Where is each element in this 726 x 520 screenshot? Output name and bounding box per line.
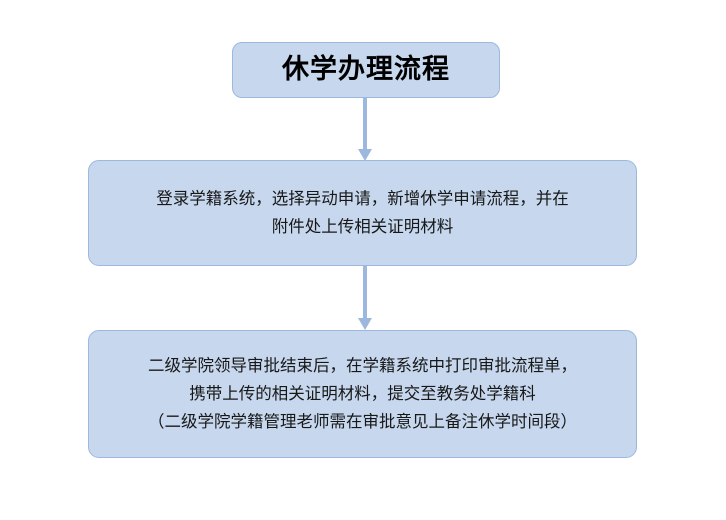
down-arrow-icon bbox=[358, 318, 372, 330]
connector-line bbox=[363, 265, 367, 320]
flowchart-node-step-1[interactable]: 登录学籍系统，选择异动申请，新增休学申请流程，并在 附件处上传相关证明材料 bbox=[88, 160, 637, 266]
step-2-line-1: 二级学院领导审批结束后，在学籍系统中打印审批流程单， bbox=[148, 356, 577, 375]
flowchart-node-step-2[interactable]: 二级学院领导审批结束后，在学籍系统中打印审批流程单， 携带上传的相关证明材料，提… bbox=[88, 330, 637, 458]
step-1-text-block: 登录学籍系统，选择异动申请，新增休学申请流程，并在 附件处上传相关证明材料 bbox=[89, 185, 636, 241]
connector-step-1-to-step-2 bbox=[357, 265, 373, 332]
connector-line bbox=[363, 97, 367, 151]
down-arrow-icon bbox=[358, 149, 372, 161]
flowchart-title-node[interactable]: 休学办理流程 bbox=[232, 42, 500, 98]
connector-title-to-step-1 bbox=[357, 97, 373, 163]
step-2-line-2: 携带上传的相关证明材料，提交至教务处学籍科 bbox=[189, 384, 536, 403]
step-1-line-1: 登录学籍系统，选择异动申请，新增休学申请流程，并在 bbox=[156, 189, 569, 208]
step-2-line-3: （二级学院学籍管理老师需在审批意见上备注休学时间段） bbox=[148, 412, 577, 431]
flowchart-title-text: 休学办理流程 bbox=[282, 54, 450, 86]
step-2-text-block: 二级学院领导审批结束后，在学籍系统中打印审批流程单， 携带上传的相关证明材料，提… bbox=[89, 352, 636, 436]
step-1-line-2: 附件处上传相关证明材料 bbox=[271, 217, 454, 236]
